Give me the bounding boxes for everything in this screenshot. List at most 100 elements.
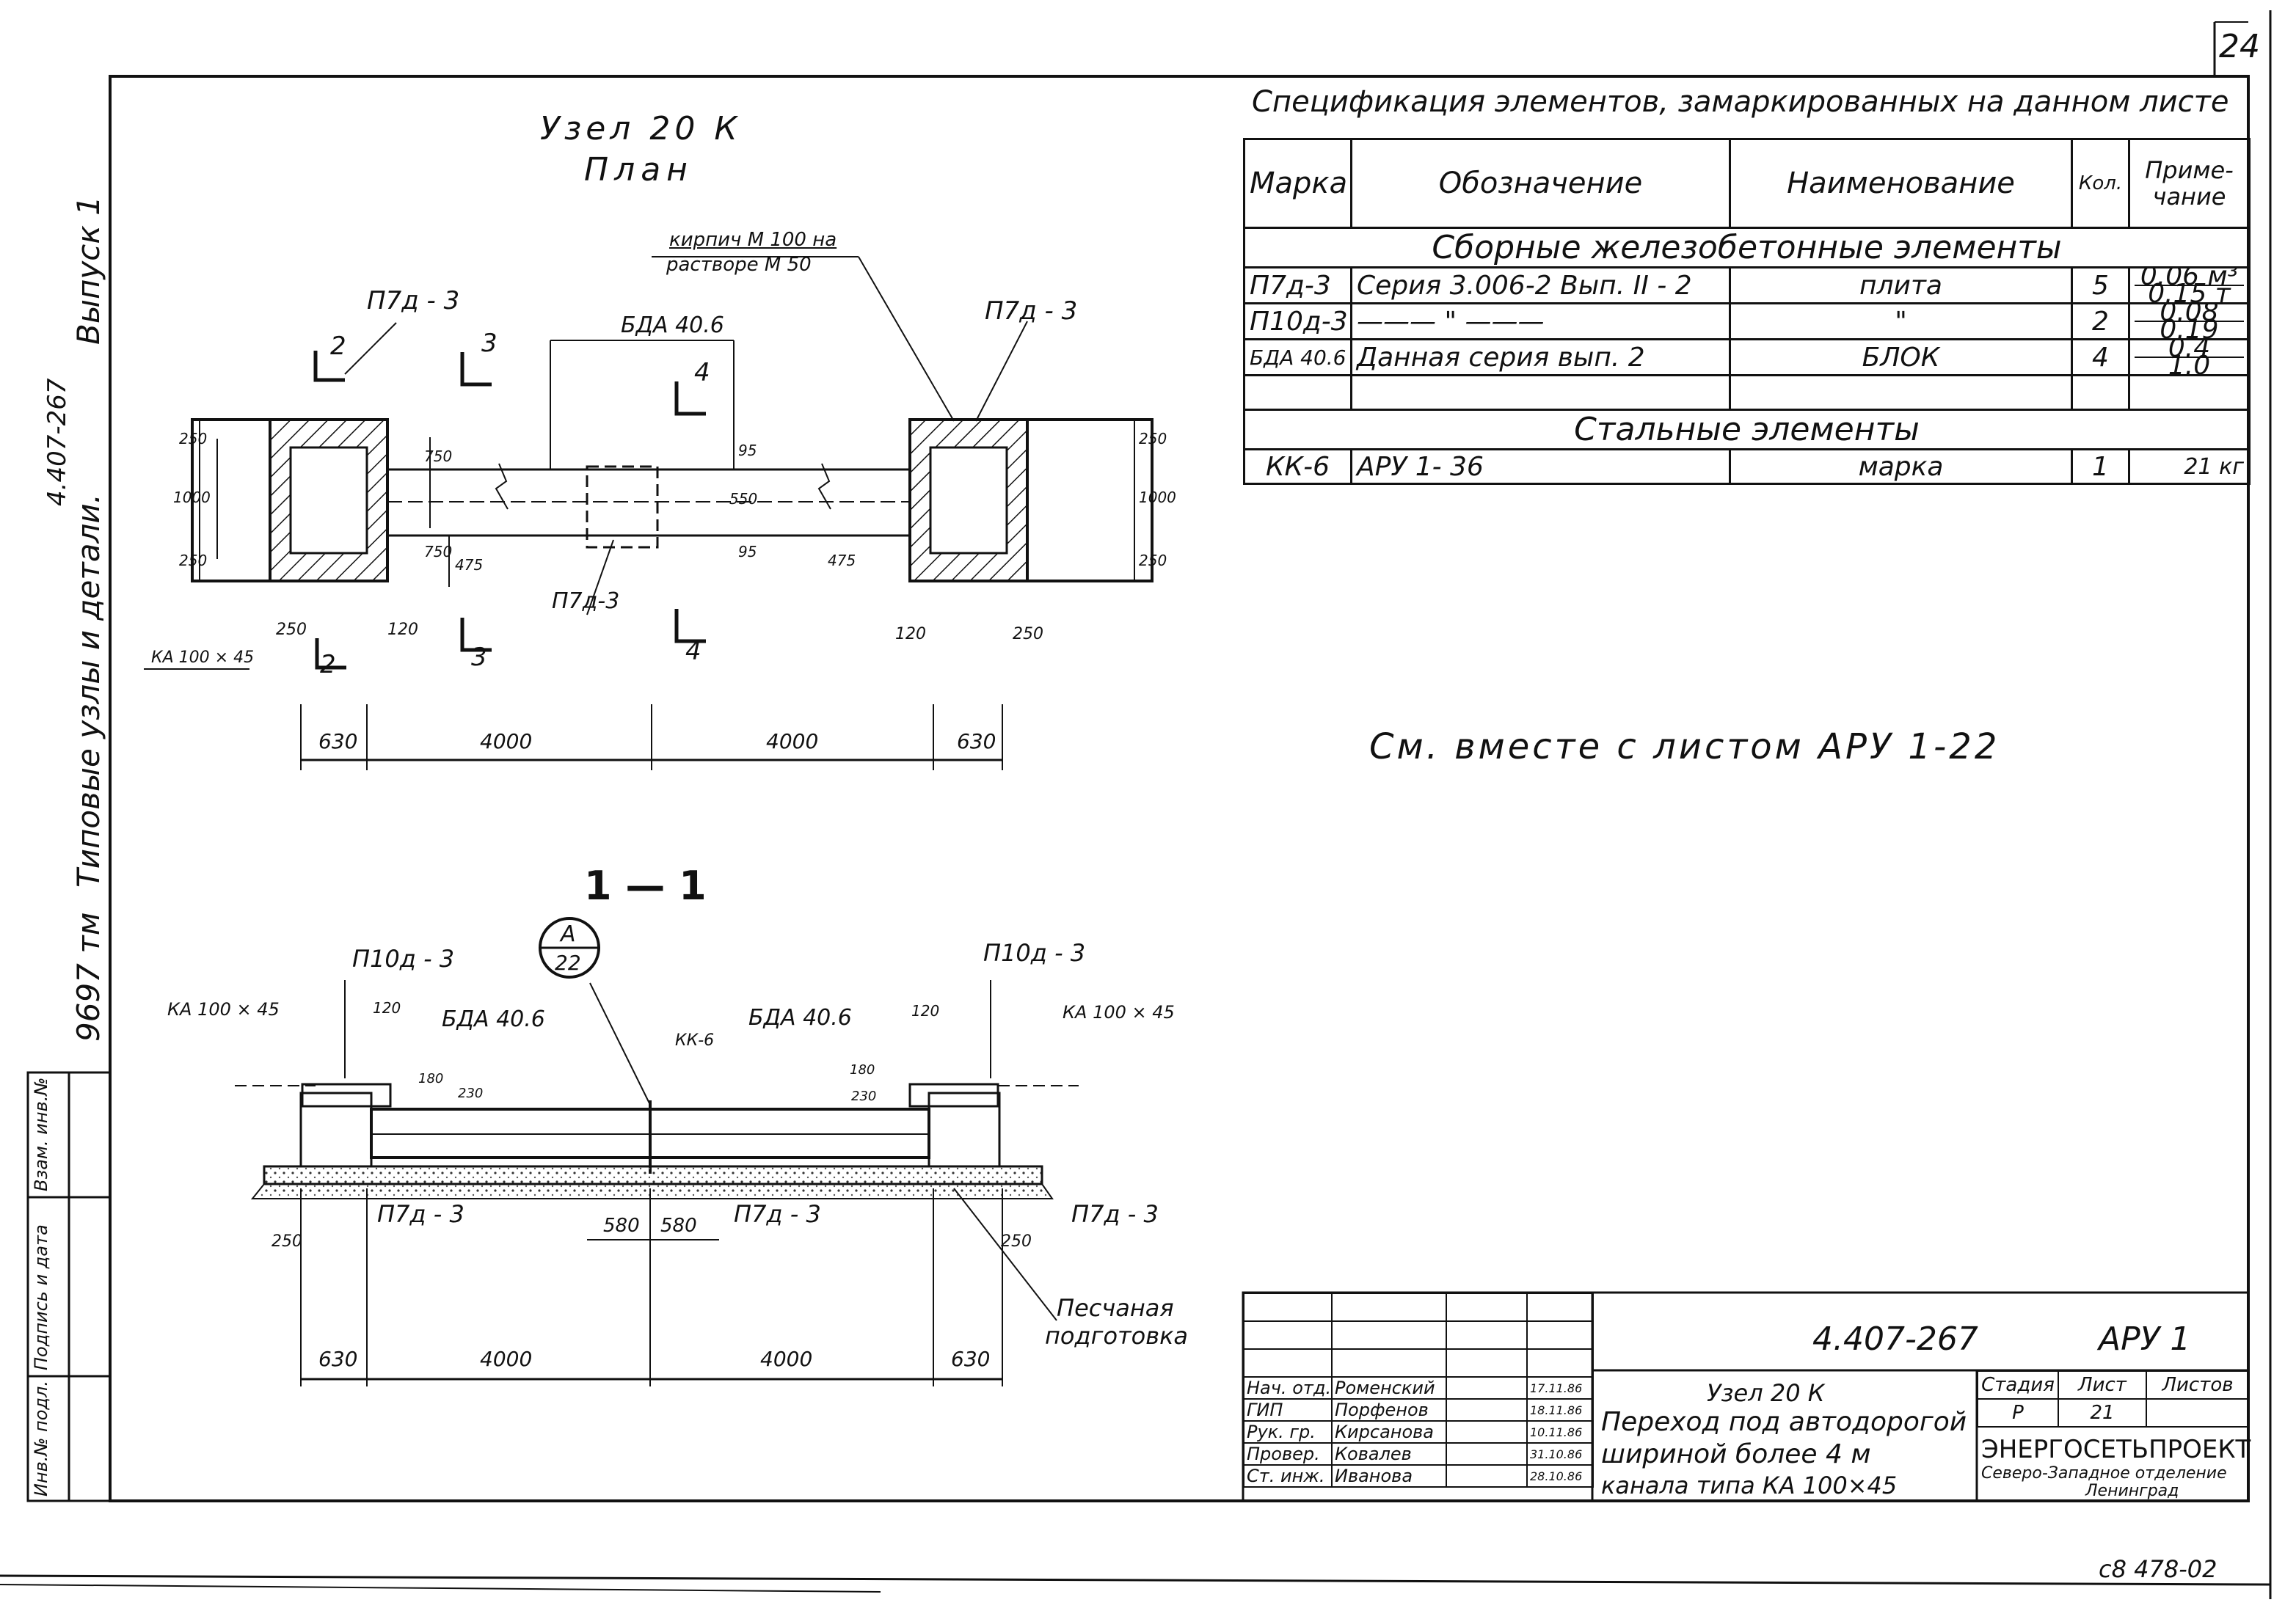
cell-name: " [1729, 302, 2073, 340]
cell-empty [1350, 374, 1731, 411]
spec-header-row: Марка Обозначение Наименование Кол. Прим… [1243, 138, 2251, 229]
side-series: 4.407-267 [43, 378, 72, 507]
tb-org-2: Северо-Западное отделение [1981, 1464, 2227, 1483]
cell-qty: 5 [2071, 266, 2130, 304]
plan-title: Узел 20 К [540, 110, 742, 147]
label-bda-left: БДА 40.6 [442, 1006, 545, 1032]
tb-date: 17.11.86 [1526, 1376, 1594, 1400]
plan-subtitle: План [584, 151, 693, 189]
sheet-number: 24 [2219, 28, 2260, 65]
cell-qty: 1 [2071, 448, 2130, 485]
dim-250: 250 [1013, 625, 1043, 643]
tb-signature [1446, 1420, 1528, 1444]
section-mark: 3 [481, 329, 498, 358]
label-brick-1: кирпич М 100 на [669, 229, 837, 251]
section-view [235, 917, 1079, 1386]
stage-header: Стадия [1977, 1370, 2059, 1400]
dim-475: 475 [828, 552, 856, 569]
tb-person-row: Ст. инж. Иванова 28.10.86 [1243, 1464, 1594, 1488]
cell-note: 21 кг [2128, 448, 2251, 485]
table-row: КК-6 АРУ 1- 36 марка 1 21 кг [1243, 448, 2251, 485]
section-mark: 2 [330, 332, 346, 361]
tb-person-row: ГИП Порфенов 18.11.86 [1243, 1398, 1594, 1422]
side-issue: Выпуск 1 [70, 196, 106, 345]
tb-cell [1446, 1320, 1528, 1350]
tb-org-3: Ленинград [2085, 1482, 2179, 1500]
cell-qty: 4 [2071, 338, 2130, 376]
spec-header-note: Приме-чание [2128, 138, 2251, 229]
cell-name: марка [1729, 448, 2073, 485]
tb-empty-row [1243, 1293, 1594, 1322]
section-mark: 4 [685, 637, 701, 666]
tb-person-row: Рук. гр. Кирсанова 10.11.86 [1243, 1420, 1594, 1444]
tb-title-1: Узел 20 К [1707, 1379, 1825, 1407]
tb-cell [1331, 1320, 1447, 1350]
cell-empty [1243, 374, 1352, 411]
tb-cell [1243, 1348, 1333, 1378]
spec-table: Марка Обозначение Наименование Кол. Прим… [1243, 138, 2251, 485]
tb-signature [1446, 1376, 1528, 1400]
section-title: 1 — 1 [584, 863, 707, 909]
label-p7-right: П7д - 3 [1071, 1200, 1159, 1228]
spec-header-name: Наименование [1729, 138, 2073, 229]
stage-value: 21 [2058, 1398, 2147, 1428]
spec-title: Спецификация элементов, замаркированных … [1252, 85, 2229, 119]
dim-1000: 1000 [1139, 489, 1176, 506]
dim-230: 230 [851, 1089, 877, 1104]
tb-role: Провер. [1243, 1442, 1333, 1466]
label-ka-plan: КА 100 × 45 [151, 648, 255, 667]
tb-cell [1526, 1293, 1594, 1322]
spec-header-qty: Кол. [2071, 138, 2130, 229]
note-bottom: 1.0 [2168, 351, 2211, 376]
tb-title-2: Переход под автодорогой [1601, 1407, 1967, 1437]
tb-signature [1446, 1442, 1528, 1466]
tb-name: Кирсанова [1331, 1420, 1447, 1444]
dim-180: 180 [418, 1071, 444, 1086]
tb-signature [1446, 1398, 1528, 1422]
margin-stamp [26, 1071, 112, 1502]
dim-230: 230 [458, 1086, 484, 1101]
table-row: П7д-3 Серия 3.006-2 Вып. II - 2 плита 5 … [1243, 266, 2251, 304]
tb-date: 18.11.86 [1526, 1398, 1594, 1422]
tb-cell [1446, 1348, 1528, 1378]
dim-120: 120 [387, 621, 418, 639]
footer-code: с8 478-02 [2099, 1555, 2217, 1583]
label-sand-2: подготовка [1045, 1322, 1189, 1350]
side-title: Типовые узлы и детали. [70, 494, 106, 888]
dim-180: 180 [850, 1062, 875, 1078]
stage-value [2146, 1398, 2250, 1428]
label-p10-left: П10д - 3 [352, 945, 455, 973]
steel-title: Стальные элементы [1243, 409, 2251, 450]
tb-person-row: Нач. отд. Роменский 17.11.86 [1243, 1376, 1594, 1400]
cell-mark: КК-6 [1243, 448, 1352, 485]
dim-4000: 4000 [480, 729, 533, 753]
tb-date: 10.11.86 [1526, 1420, 1594, 1444]
cell-name: плита [1729, 266, 2073, 304]
dim-475: 475 [455, 556, 484, 574]
tb-cell [1526, 1320, 1594, 1350]
tb-cell [1243, 1293, 1333, 1322]
dim-630: 630 [318, 1347, 358, 1371]
section-mark: 4 [694, 358, 710, 387]
precast-title: Сборные железобетонные элементы [1243, 227, 2251, 268]
dim-580: 580 [603, 1215, 640, 1237]
cell-designation: АРУ 1- 36 [1350, 448, 1731, 485]
tb-role: ГИП [1243, 1398, 1333, 1422]
cell-empty [2071, 374, 2130, 411]
dim-250: 250 [1139, 552, 1167, 569]
dim-250: 250 [179, 552, 208, 569]
section-mark: 2 [320, 650, 336, 679]
spec-header-designation: Обозначение [1350, 138, 1731, 229]
cell-mark: П10д-3 [1243, 302, 1352, 340]
spec-section-precast: Сборные железобетонные элементы [1243, 227, 2251, 268]
tb-title-3: шириной более 4 м [1601, 1439, 1871, 1469]
dim-630: 630 [957, 729, 996, 753]
tb-name: Порфенов [1331, 1398, 1447, 1422]
dim-250: 250 [271, 1232, 302, 1251]
label-p7-left: П7д - 3 [367, 286, 460, 315]
cell-designation: Данная серия вып. 2 [1350, 338, 1731, 376]
